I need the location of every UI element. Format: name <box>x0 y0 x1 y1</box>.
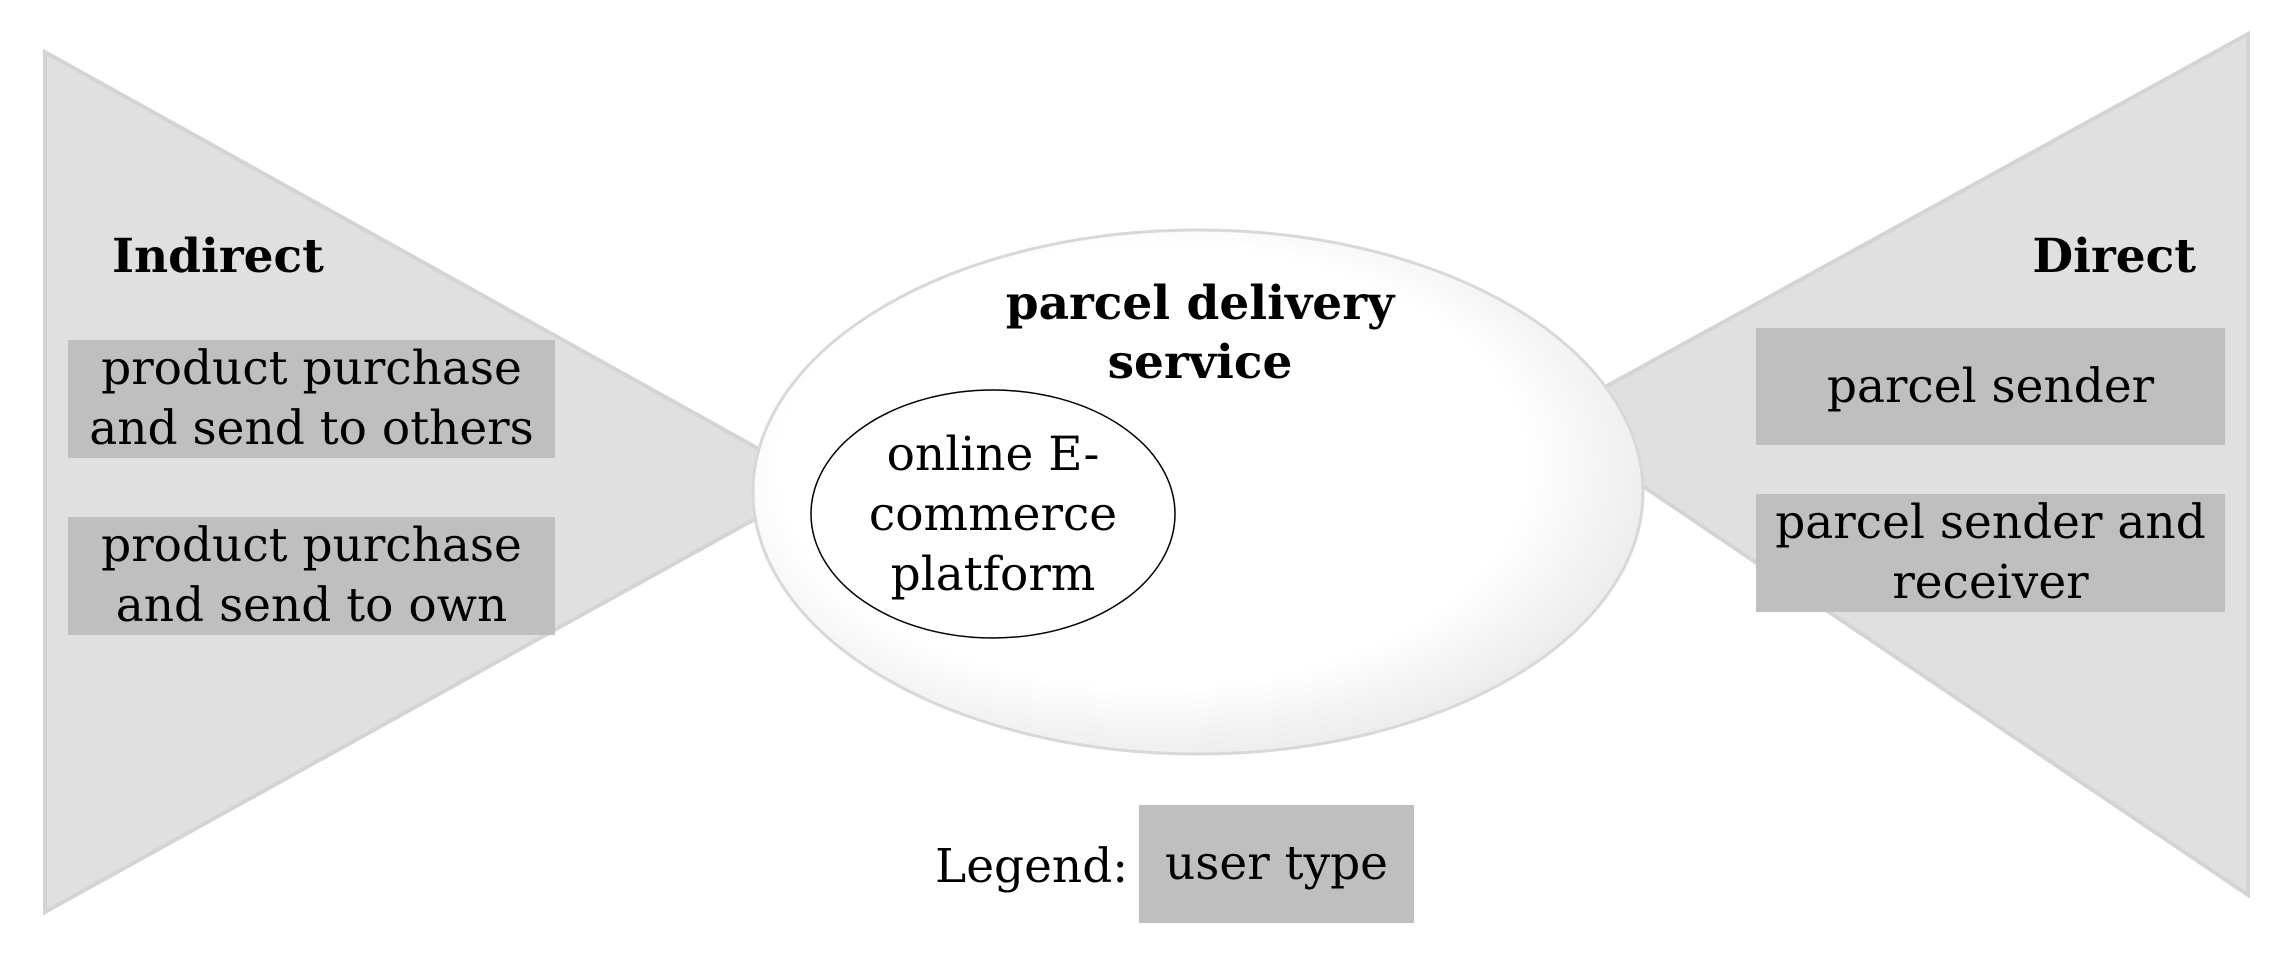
user-type-box-sender-receiver: parcel sender and receiver <box>1756 494 2225 612</box>
user-type-label: parcel sender and receiver <box>1775 495 2206 610</box>
parcel-delivery-service-title: parcel delivery service <box>1005 276 1395 390</box>
user-type-label: product purchase and send to own <box>101 518 522 633</box>
direct-triangle <box>1541 30 2250 899</box>
legend-label: Legend: <box>935 839 1129 894</box>
user-type-box-indirect-others: product purchase and send to others <box>68 340 555 458</box>
user-type-label: parcel sender <box>1826 358 2155 414</box>
user-type-box-indirect-own: product purchase and send to own <box>68 517 555 635</box>
legend-item-label: user type <box>1165 836 1388 891</box>
legend-user-type-box: user type <box>1139 805 1414 923</box>
online-ecommerce-platform-label: online E- commerce platform <box>868 427 1118 602</box>
indirect-triangle <box>43 48 825 916</box>
indirect-heading: Indirect <box>112 229 324 284</box>
online-ecommerce-platform-ellipse <box>810 389 1176 639</box>
user-type-label: product purchase and send to others <box>89 341 534 456</box>
user-type-box-parcel-sender: parcel sender <box>1756 328 2225 445</box>
direct-heading: Direct <box>2032 229 2196 284</box>
